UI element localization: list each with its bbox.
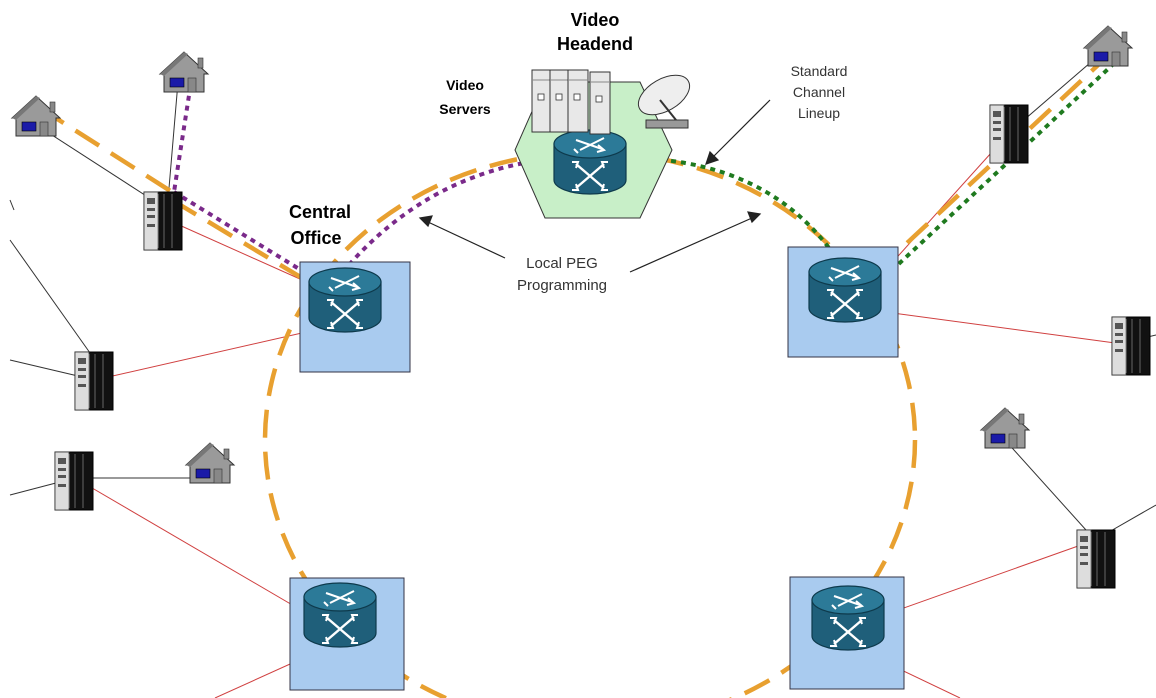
standard-lineup-label-2: Channel <box>793 84 845 100</box>
central-office-top-left <box>299 261 411 373</box>
house-icon <box>1083 25 1133 67</box>
local-peg-paths <box>172 75 582 290</box>
house-icon <box>11 95 61 137</box>
local-peg-label: Local PEG <box>526 255 598 272</box>
video-headend-title: Video <box>571 10 620 30</box>
house-icon <box>980 407 1030 449</box>
standard-lineup-label: Standard <box>791 63 848 79</box>
central-office-label-2: Office <box>290 228 341 248</box>
video-servers-label: Video <box>446 77 484 93</box>
central-office-top-right <box>787 246 899 358</box>
standard-lineup-label-3: Lineup <box>798 105 840 121</box>
central-office-bottom-left <box>289 577 405 691</box>
satellite-dish-icon <box>637 74 691 129</box>
video-headend <box>514 69 691 219</box>
house-icon <box>159 51 209 93</box>
central-office-label: Central <box>289 202 351 222</box>
house-icon <box>185 442 235 484</box>
dslam-rack-icon <box>74 351 114 411</box>
video-headend-title-2: Headend <box>557 34 633 54</box>
dslam-rack-icon <box>1111 316 1151 376</box>
central-office-bottom-right <box>789 576 905 690</box>
video-server-icon <box>531 69 611 135</box>
dslam-rack-icon <box>1076 529 1116 589</box>
dslam-rack-icon <box>989 104 1029 164</box>
annotation-arrows <box>418 99 771 273</box>
local-peg-label-2: Programming <box>517 277 607 294</box>
dslam-rack-icon <box>54 451 94 511</box>
video-servers-label-2: Servers <box>439 101 491 117</box>
dslam-rack-icon <box>143 191 183 251</box>
